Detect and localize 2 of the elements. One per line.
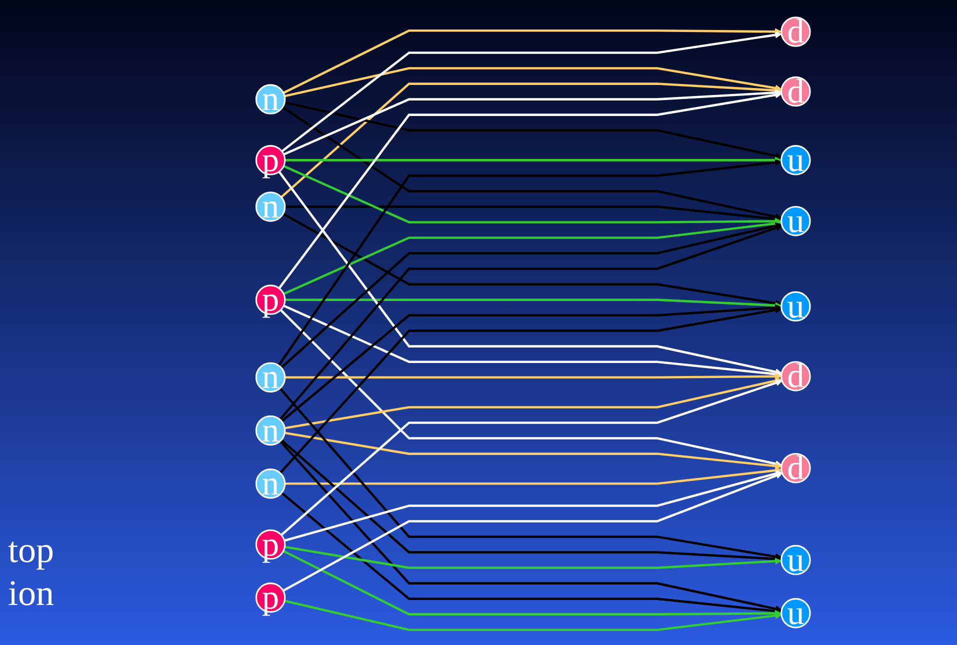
note-text: top	[8, 528, 54, 572]
note-text: ion	[8, 572, 54, 615]
